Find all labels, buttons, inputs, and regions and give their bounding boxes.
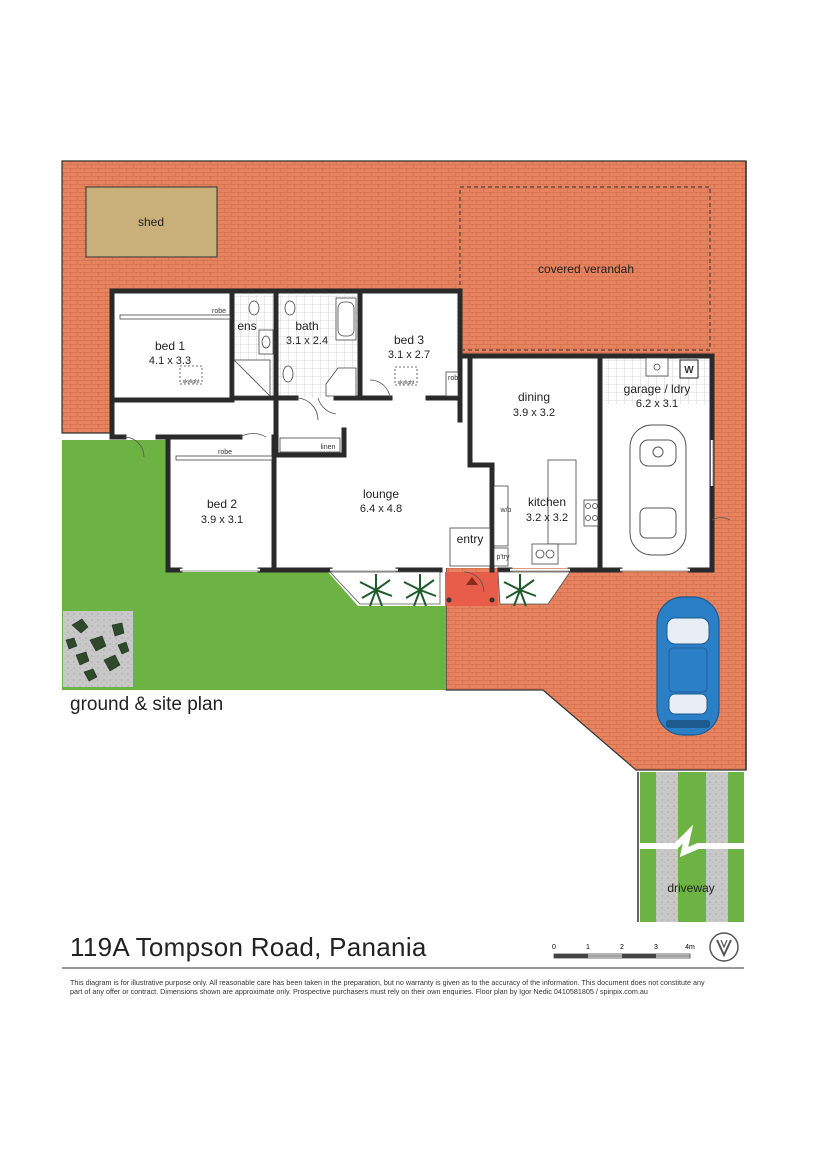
label-bath-dim: 3.1 x 2.4 (286, 335, 328, 347)
room-labels: shed covered verandah bed 1 4.1 x 3.3 en… (138, 215, 715, 895)
label-bed3: bed 3 (394, 333, 424, 347)
label-ptry: p'try (496, 554, 510, 561)
label-bed2-dim: 3.9 x 3.1 (201, 514, 243, 526)
walls (109, 288, 715, 573)
property-address: 119A Tompson Road, Panania (70, 932, 427, 962)
spinpix-logo-icon (709, 932, 739, 962)
label-washer: W (684, 365, 694, 376)
label-dining: dining (518, 390, 550, 404)
label-skylight-bed1: skylight (183, 379, 200, 385)
front-bay (329, 571, 571, 605)
driveway-car-icon (656, 596, 720, 736)
shed (85, 186, 218, 258)
label-bed1: bed 1 (155, 339, 185, 353)
scale-tick-0: 0 (552, 944, 556, 951)
label-linen: linen (321, 444, 336, 451)
plan-subtitle: ground & site plan (70, 694, 224, 715)
small-labels: robe robe robe linen w/o p'try skylight … (183, 308, 695, 561)
label-robe-bed1: robe (212, 308, 226, 315)
label-garage-dim: 6.2 x 3.1 (636, 398, 678, 410)
label-dining-dim: 3.9 x 3.2 (513, 407, 555, 419)
label-bath: bath (295, 319, 318, 333)
label-skylight-bed3: skylight (398, 380, 415, 386)
label-verandah: covered verandah (538, 262, 634, 276)
scale-tick-2: 2 (620, 944, 624, 951)
label-bed1-dim: 4.1 x 3.3 (149, 355, 191, 367)
label-garage: garage / ldry (624, 382, 691, 396)
label-bed2: bed 2 (207, 497, 237, 511)
label-kitchen-dim: 3.2 x 3.2 (526, 512, 568, 524)
label-robe-bed3: robe (448, 375, 462, 382)
scale-tick-3: 3 (654, 944, 658, 951)
scale-bar: 0 1 2 3 4m (552, 944, 695, 959)
covered-verandah-outline (459, 186, 711, 351)
entry-marker (446, 577, 495, 603)
label-robe-bed2: robe (218, 449, 232, 456)
label-wo: w/o (500, 507, 512, 514)
label-ens: ens (237, 319, 256, 333)
door-swings (123, 379, 731, 593)
windows (180, 440, 714, 572)
disclaimer-text: This diagram is for illustrative purpose… (70, 978, 705, 996)
label-lounge-dim: 6.4 x 4.8 (360, 503, 402, 515)
label-bed3-dim: 3.1 x 2.7 (388, 349, 430, 361)
front-lawn (62, 440, 446, 690)
fixtures (119, 297, 699, 567)
garage-car-icon (629, 424, 687, 556)
label-shed: shed (138, 215, 164, 229)
driveway-strip (637, 772, 744, 922)
label-kitchen: kitchen (528, 495, 566, 509)
label-lounge: lounge (363, 487, 399, 501)
label-entry: entry (457, 532, 484, 546)
garden-bed (63, 611, 133, 687)
scale-tick-4: 4m (685, 944, 695, 951)
plant-icons (359, 574, 537, 607)
scale-tick-1: 1 (586, 944, 590, 951)
label-driveway: driveway (667, 881, 714, 895)
